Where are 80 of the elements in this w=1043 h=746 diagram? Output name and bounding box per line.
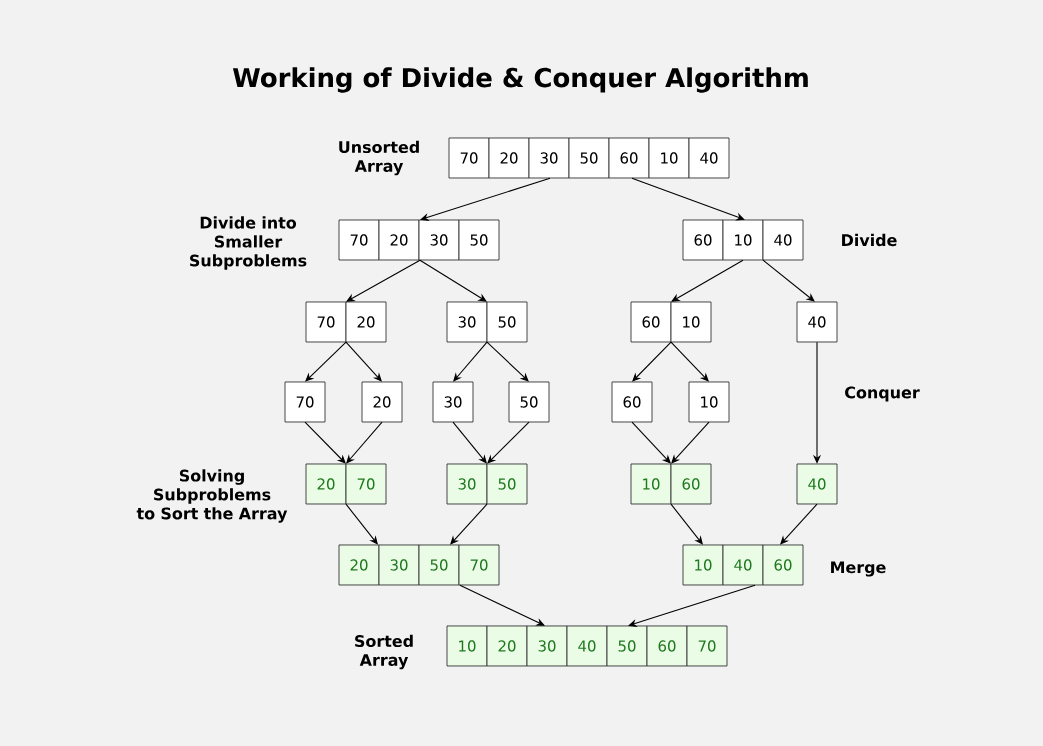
array-cell: 70 xyxy=(458,544,500,586)
array-cell: 60 xyxy=(608,137,650,179)
arrow xyxy=(671,421,710,464)
arrow xyxy=(487,421,530,464)
array-cell: 40 xyxy=(796,463,838,505)
array-cell: 30 xyxy=(446,463,488,505)
array-cell: 70 xyxy=(345,463,387,505)
arrow xyxy=(419,259,487,302)
arrow xyxy=(304,421,346,464)
array-cell: 40 xyxy=(722,544,764,586)
arrow xyxy=(345,503,378,545)
array-cell: 20 xyxy=(488,137,530,179)
array-cell: 60 xyxy=(682,219,724,261)
array-cell: 10 xyxy=(648,137,690,179)
array-cell: 60 xyxy=(646,625,688,667)
arrow xyxy=(345,341,382,382)
array-cell: 20 xyxy=(361,381,403,423)
array-cell: 30 xyxy=(446,301,488,343)
array-cell: 60 xyxy=(611,381,653,423)
arrow xyxy=(631,177,745,221)
array-cell: 10 xyxy=(688,381,730,423)
step-label: Unsorted Array xyxy=(339,140,419,176)
array-cell: 40 xyxy=(566,625,608,667)
arrow xyxy=(452,421,487,464)
array-cell: 20 xyxy=(345,301,387,343)
array-cell: 50 xyxy=(418,544,460,586)
arrow xyxy=(762,259,815,302)
step-label: Divide into Smaller Subproblems xyxy=(190,216,307,270)
arrow xyxy=(670,503,703,545)
array-cell: 40 xyxy=(796,301,838,343)
array-cell: 50 xyxy=(486,301,528,343)
arrow xyxy=(628,584,756,627)
arrow xyxy=(486,341,529,382)
array-cell: 60 xyxy=(762,544,804,586)
array-cell: 10 xyxy=(682,544,724,586)
arrow xyxy=(346,259,421,302)
array-cell: 70 xyxy=(305,301,347,343)
array-cell: 70 xyxy=(448,137,490,179)
array-cell: 40 xyxy=(762,219,804,261)
arrow xyxy=(450,503,488,545)
arrow xyxy=(453,341,488,382)
arrow xyxy=(420,177,551,221)
array-cell: 50 xyxy=(486,463,528,505)
array-cell: 50 xyxy=(606,625,648,667)
array-cell: 50 xyxy=(568,137,610,179)
array-cell: 50 xyxy=(508,381,550,423)
step-label: Conquer xyxy=(845,386,920,402)
step-label: Divide xyxy=(842,233,897,247)
array-cell: 60 xyxy=(630,301,672,343)
array-cell: 70 xyxy=(686,625,728,667)
array-cell: 10 xyxy=(670,301,712,343)
array-cell: 10 xyxy=(630,463,672,505)
array-cell: 10 xyxy=(722,219,764,261)
array-cell: 30 xyxy=(418,219,460,261)
arrow xyxy=(670,341,709,382)
arrow xyxy=(305,341,347,382)
arrow xyxy=(632,341,672,382)
array-cell: 20 xyxy=(378,219,420,261)
step-label: Sorted Array xyxy=(355,634,413,670)
array-cell: 20 xyxy=(305,463,347,505)
array-cell: 10 xyxy=(446,625,488,667)
array-cell: 30 xyxy=(432,381,474,423)
arrow xyxy=(346,421,383,464)
array-cell: 70 xyxy=(338,219,380,261)
arrow xyxy=(671,259,744,302)
array-cell: 20 xyxy=(486,625,528,667)
array-cell: 30 xyxy=(528,137,570,179)
title: Working of Divide & Conquer Algorithm xyxy=(232,67,808,93)
array-cell: 50 xyxy=(458,219,500,261)
array-cell: 30 xyxy=(378,544,420,586)
step-label: Solving Subproblems to Sort the Array xyxy=(136,469,288,523)
arrow xyxy=(631,421,671,464)
array-cell: 70 xyxy=(284,381,326,423)
array-cell: 30 xyxy=(526,625,568,667)
arrow xyxy=(459,584,545,626)
array-cell: 40 xyxy=(688,137,730,179)
step-label: Merge xyxy=(831,561,886,577)
arrow xyxy=(780,503,818,545)
array-cell: 60 xyxy=(670,463,712,505)
array-cell: 20 xyxy=(338,544,380,586)
